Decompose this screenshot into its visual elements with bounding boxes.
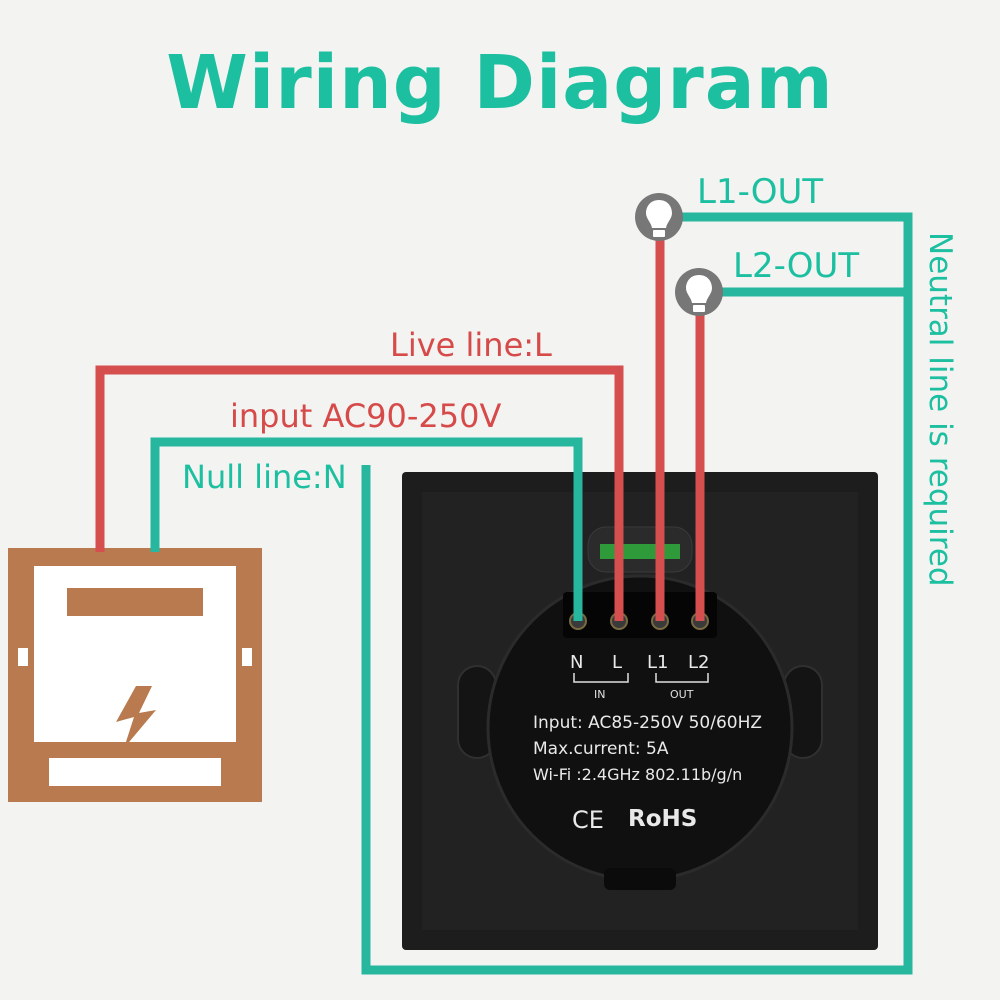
spec-max-current: Max.current: 5A — [533, 739, 669, 759]
out-group-label: OUT — [670, 688, 694, 701]
page-title: Wiring Diagram — [166, 40, 834, 126]
in-group-label: IN — [594, 688, 606, 701]
null-line-label: Null line:N — [182, 458, 347, 496]
terminal-l-label: L — [612, 652, 623, 673]
out-bracket — [655, 673, 709, 683]
terminal-block — [563, 592, 717, 638]
l2-out-label: L2-OUT — [733, 246, 860, 286]
ce-mark: CE — [572, 806, 604, 834]
live-line-wire — [95, 365, 624, 621]
spec-input: Input: AC85-250V 50/60HZ — [533, 713, 763, 733]
terminal-l1-label: L1 — [647, 652, 669, 673]
meter-base — [49, 758, 221, 786]
neutral-loop-wire — [361, 212, 913, 975]
input-voltage-label: input AC90-250V — [230, 397, 502, 435]
module-notch — [604, 868, 676, 890]
meter-display — [67, 588, 203, 616]
terminal-n-label: N — [570, 652, 584, 673]
lightning-bolt-icon — [116, 686, 156, 748]
terminal-l2-label: L2 — [688, 652, 710, 673]
panel-slot-highlight — [600, 544, 680, 559]
meter-clip-right — [242, 648, 252, 666]
live-line-label: Live line:L — [390, 326, 552, 364]
meter-clip-left — [18, 648, 28, 666]
neutral-required-label: Neutral line is required — [922, 232, 958, 587]
l1-out-label: L1-OUT — [697, 172, 824, 212]
in-bracket — [573, 673, 629, 683]
null-line-wire — [150, 437, 583, 621]
rohs-mark: RoHS — [628, 806, 698, 832]
spec-wifi: Wi-Fi :2.4GHz 802.11b/g/n — [533, 765, 743, 784]
light-bulb-icon — [675, 268, 723, 316]
light-bulb-icon — [635, 193, 683, 241]
